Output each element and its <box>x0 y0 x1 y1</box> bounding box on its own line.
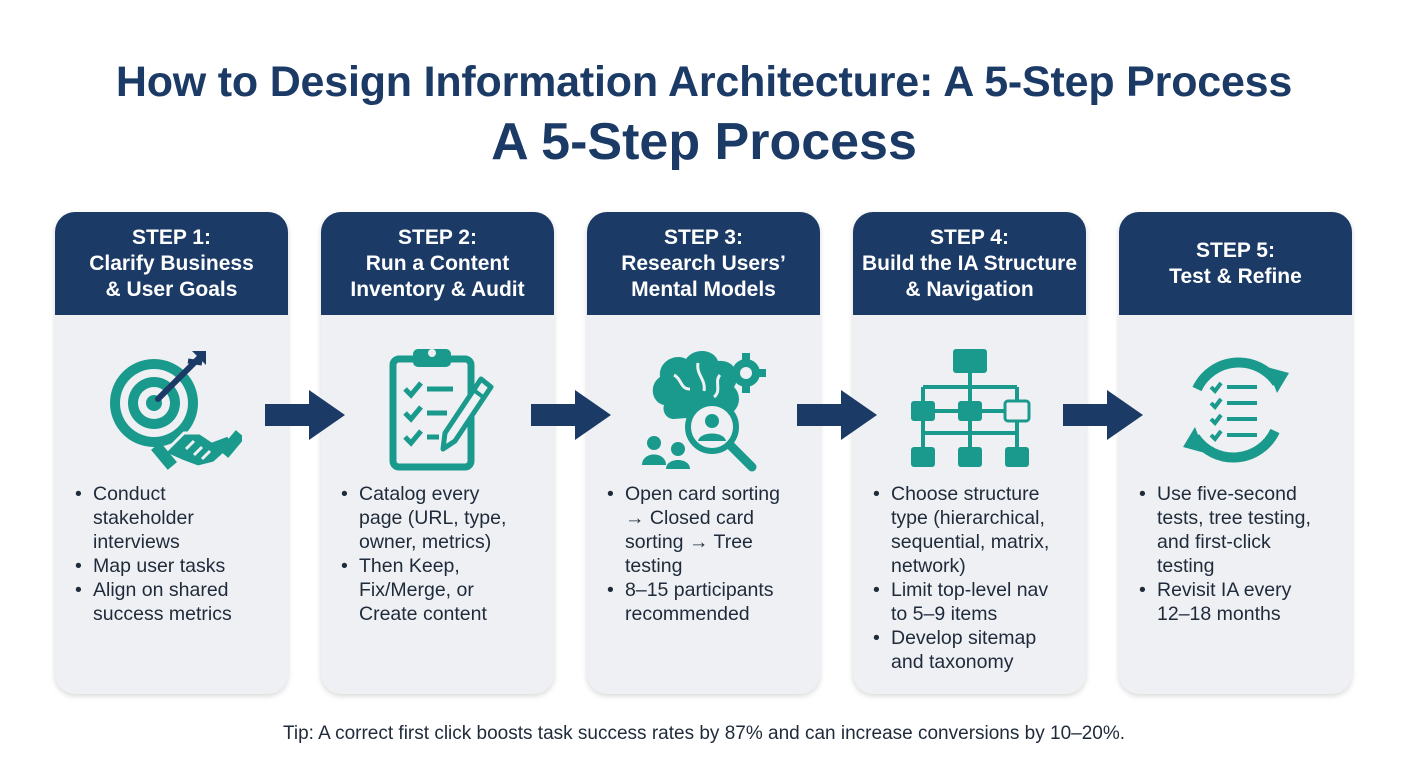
step-title-line: Research Users’ <box>621 251 786 275</box>
brain-research-icon <box>587 330 820 490</box>
step-title-line: Test & Refine <box>1169 264 1302 288</box>
step-title-line: Mental Models <box>631 277 776 301</box>
step-title-line: Build the IA Structure <box>861 251 1078 275</box>
arrow-right-icon <box>265 390 345 440</box>
step-title-line: & User Goals <box>105 277 238 301</box>
step-card-1: STEP 1: Clarify Business & User Goals Co… <box>55 212 288 694</box>
step-card-5: STEP 5: Test & Refine Use five-secondtes… <box>1119 212 1352 694</box>
step-number: STEP 5: <box>1196 238 1275 262</box>
step-title-line: Clarify Business <box>89 251 254 275</box>
tip-text: Tip: A correct first click boosts task s… <box>282 723 1126 744</box>
sitemap-hierarchy-icon <box>853 330 1086 490</box>
step-header-2: STEP 2: Run a Content Inventory & Audit <box>321 212 554 315</box>
page-subtitle: A 5-Step Process <box>491 113 917 171</box>
step-number: STEP 4: <box>930 225 1009 249</box>
step-header-3: STEP 3: Research Users’ Mental Models <box>587 212 820 315</box>
page-title: How to Design Information Architecture: … <box>115 58 1293 106</box>
step-number: STEP 2: <box>398 225 477 249</box>
list-item: Map user tasks <box>75 554 276 578</box>
step-card-4: STEP 4: Build the IA Structure & Navigat… <box>853 212 1086 694</box>
clipboard-checklist-icon <box>321 330 554 490</box>
step-title-line: Run a Content <box>365 251 510 275</box>
arrow-right-icon <box>797 390 877 440</box>
step-number: STEP 1: <box>132 225 211 249</box>
arrow-right-icon <box>531 390 611 440</box>
step-number: STEP 3: <box>664 225 743 249</box>
refresh-checklist-icon <box>1119 330 1352 490</box>
step-header-4: STEP 4: Build the IA Structure & Navigat… <box>853 212 1086 315</box>
step-title-line: & Navigation <box>905 277 1034 301</box>
arrow-right-icon <box>1063 390 1143 440</box>
step-header-1: STEP 1: Clarify Business & User Goals <box>55 212 288 315</box>
step-card-3: STEP 3: Research Users’ Mental Models <box>587 212 820 694</box>
target-handshake-icon <box>55 330 288 490</box>
step-card-2: STEP 2: Run a Content Inventory & Audit … <box>321 212 554 694</box>
step-title-line: Inventory & Audit <box>350 277 525 301</box>
step-header-5: STEP 5: Test & Refine <box>1119 212 1352 315</box>
